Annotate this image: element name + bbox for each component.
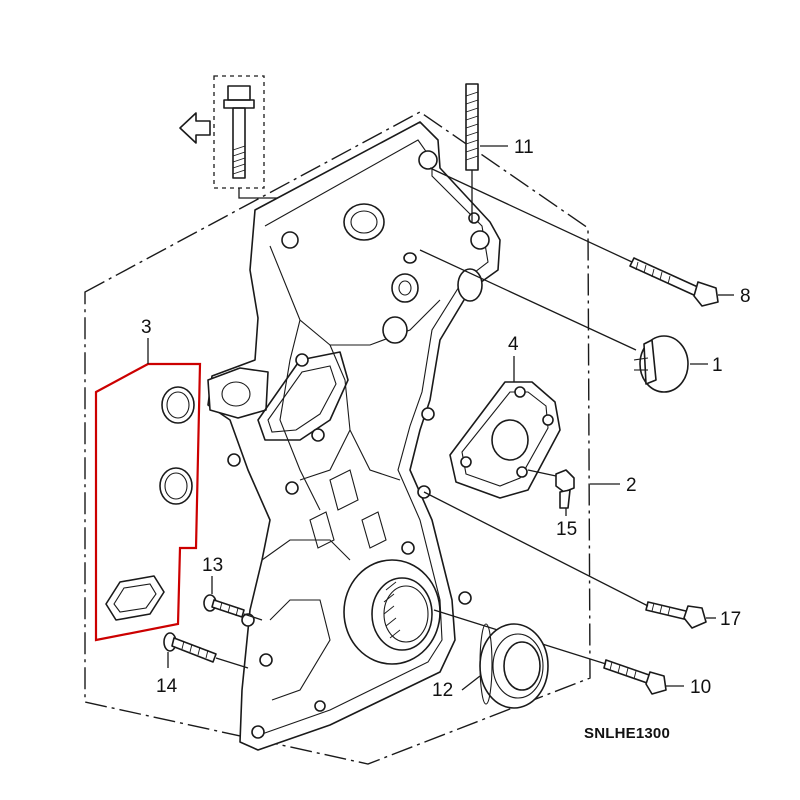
part-3-gasket-set [94, 362, 202, 642]
part-1-cap [419, 249, 689, 393]
callout-15: 15 [556, 519, 577, 540]
callout-2: 2 [626, 475, 637, 496]
part-4-cover-plate [449, 381, 561, 499]
callout-13: 13 [202, 555, 223, 576]
part-13-bolt [203, 594, 263, 621]
part-12-oil-seal [479, 623, 549, 709]
callout-14: 14 [156, 676, 178, 697]
part-15-bolt [527, 469, 575, 509]
hollow-arrow-left-icon [179, 112, 211, 144]
reference-bolt [223, 85, 255, 179]
part-10-bolt [433, 609, 667, 695]
part-14-bolt [163, 632, 249, 669]
leader-12 [461, 675, 481, 691]
callout-17: 17 [720, 609, 741, 630]
reference-bolt-box [213, 75, 265, 189]
callout-10: 10 [690, 677, 711, 698]
callout-4: 4 [508, 334, 519, 355]
diagram-code: SNLHE1300 [584, 725, 670, 742]
callout-1: 1 [712, 355, 723, 376]
chain-case-cover [207, 121, 501, 751]
callout-12: 12 [432, 680, 453, 701]
part-17-bolt [423, 491, 707, 629]
gasket-set-highlight-frame [94, 362, 202, 642]
part-8-bolt [429, 167, 719, 307]
callout-11: 11 [514, 137, 534, 158]
assembly-boundary [84, 111, 591, 765]
callout-8: 8 [740, 286, 751, 307]
part-11-stud [465, 83, 479, 222]
callout-3: 3 [141, 317, 152, 338]
